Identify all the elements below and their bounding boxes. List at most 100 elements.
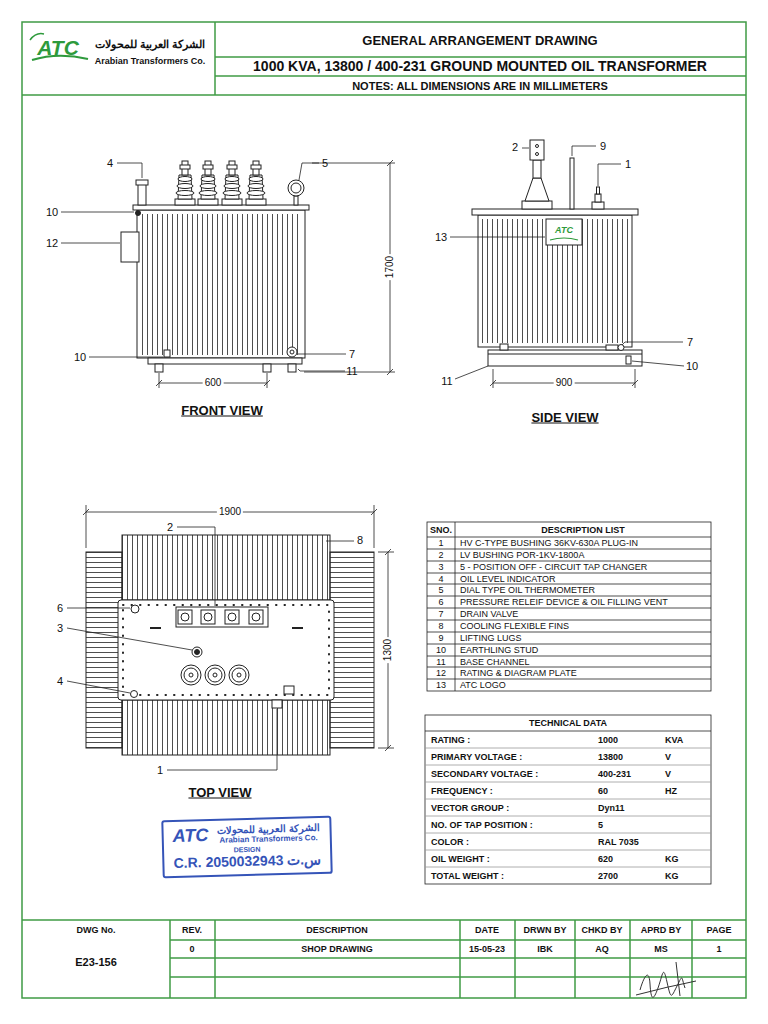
table-cell: 7	[438, 610, 443, 619]
view-title: SIDE VIEW	[531, 411, 598, 424]
callout-number: 13	[435, 232, 447, 243]
company-name: Arabian Transformers Co.	[95, 57, 206, 66]
table-cell: HZ	[665, 786, 677, 795]
dimension-text: 900	[554, 377, 575, 389]
company-name: الشركة العربية للمحولات	[95, 39, 205, 50]
table-cell: 1	[438, 539, 443, 548]
title-block-cell: 15-05-23	[469, 945, 505, 954]
table-cell: 8	[438, 621, 443, 630]
drawing-title: GENERAL ARRANGEMENT DRAWING	[362, 34, 597, 47]
title-block-heading: CHKD BY	[581, 926, 622, 935]
table-cell: 9	[438, 633, 443, 642]
table-cell: VECTOR GROUP :	[431, 803, 509, 812]
callout-number: 10	[46, 207, 58, 218]
company-stamp: ATCالشركة العربية للمحولاتArabian Transf…	[161, 816, 332, 878]
view-title: FRONT VIEW	[181, 404, 263, 417]
description-table	[427, 522, 711, 691]
table-cell: 4	[438, 574, 443, 583]
table-cell: FREQUENCY :	[431, 786, 493, 795]
callout-number: 10	[74, 352, 86, 363]
callout-number: 2	[167, 522, 173, 533]
callout-number: 3	[57, 623, 63, 634]
table-header: TECHNICAL DATA	[529, 719, 607, 728]
drawing-note: NOTES: ALL DIMENSIONS ARE IN MILLIMETERS	[352, 81, 608, 92]
table-cell: PRIMARY VOLTAGE :	[431, 752, 522, 761]
front-view	[121, 161, 309, 372]
table-cell: 2700	[598, 871, 618, 880]
table-cell: 2	[438, 550, 443, 559]
callout-number: 1	[157, 765, 163, 776]
table-cell: 1000	[598, 735, 618, 744]
stamp-company-name: Arabian Transformers Co.	[216, 834, 321, 846]
callout-number: 6	[57, 603, 63, 614]
title-block-heading: APRD BY	[641, 926, 682, 935]
leader-line	[450, 146, 684, 379]
title-block-heading: DRWN BY	[524, 926, 567, 935]
table-cell: RAL 7035	[598, 837, 639, 846]
table-cell: 11	[436, 657, 445, 666]
drawing-subtitle: 1000 KVA, 13800 / 400-231 GROUND MOUNTED…	[253, 59, 707, 73]
table-cell: Dyn11	[598, 803, 625, 812]
dimension-line	[156, 160, 395, 388]
table-cell: EARTHLING STUD	[460, 645, 538, 654]
table-cell: 12	[436, 669, 446, 678]
table-cell: KG	[665, 854, 679, 863]
table-cell: 13800	[598, 752, 623, 761]
signature	[636, 962, 696, 997]
table-cell: COLOR :	[431, 837, 469, 846]
title-block-heading: REV.	[182, 926, 202, 935]
logo-text: ATC	[555, 226, 573, 235]
dimension-line	[490, 369, 638, 388]
table-cell: NO. OF TAP POSITION :	[431, 820, 533, 829]
table-cell: V	[665, 752, 671, 761]
logo-swoosh	[30, 34, 88, 60]
logo-text: ATC	[37, 37, 79, 58]
leader-line	[67, 527, 354, 770]
view-title: TOP VIEW	[188, 786, 251, 799]
table-cell: KVA	[665, 735, 683, 744]
table-cell: OIL WEIGHT :	[431, 854, 490, 863]
table-cell: V	[665, 769, 671, 778]
dimension-text: 1700	[384, 254, 396, 280]
side-view	[472, 140, 642, 366]
table-cell: RATING & DIAGRAM PLATE	[460, 669, 577, 678]
table-cell: 13	[436, 681, 446, 690]
table-cell: LIFTING LUGS	[460, 633, 522, 642]
title-block-cell: IBK	[537, 945, 553, 954]
title-block-heading: DATE	[475, 926, 499, 935]
title-block-cell: AQ	[595, 945, 609, 954]
table-cell: 5	[438, 586, 443, 595]
table-cell: BASE CHANNEL	[460, 657, 530, 666]
table-cell: DRAIN VALVE	[460, 610, 518, 619]
callout-number: 11	[441, 376, 452, 387]
callout-number: 7	[349, 349, 355, 360]
dimension-text: 600	[203, 377, 224, 389]
callout-number: 12	[46, 238, 58, 249]
table-cell: RATING :	[431, 735, 470, 744]
table-cell: 400-231	[598, 769, 631, 778]
title-block-heading: PAGE	[707, 926, 732, 935]
table-cell: LV BUSHING POR-1KV-1800A	[460, 550, 584, 559]
table-cell: PRESSURE RELEIF DEVICE & OIL FILLING VEN…	[460, 598, 668, 607]
table-cell: 620	[598, 854, 613, 863]
table-cell: OIL LEVEL INDICATOR	[460, 574, 556, 583]
top-view	[86, 535, 374, 755]
title-block-cell: 0	[189, 945, 194, 954]
table-cell: 5	[598, 820, 603, 829]
callout-number: 7	[687, 337, 693, 348]
stamp-logo: ATC	[172, 825, 210, 846]
title-block-cell: MS	[654, 945, 668, 954]
dimension-line	[83, 505, 394, 751]
table-cell: COOLING FLEXIBLE FINS	[460, 621, 569, 630]
callout-number: 4	[57, 676, 63, 687]
callout-number: 1	[625, 159, 631, 170]
table-cell: 3	[438, 562, 443, 571]
callout-number: 10	[686, 361, 698, 372]
title-block-cell: SHOP DRAWING	[301, 945, 372, 954]
table-cell: SECONDARY VOLTAGE :	[431, 769, 538, 778]
callout-number: 2	[512, 142, 518, 153]
technical-data-table	[425, 715, 711, 884]
